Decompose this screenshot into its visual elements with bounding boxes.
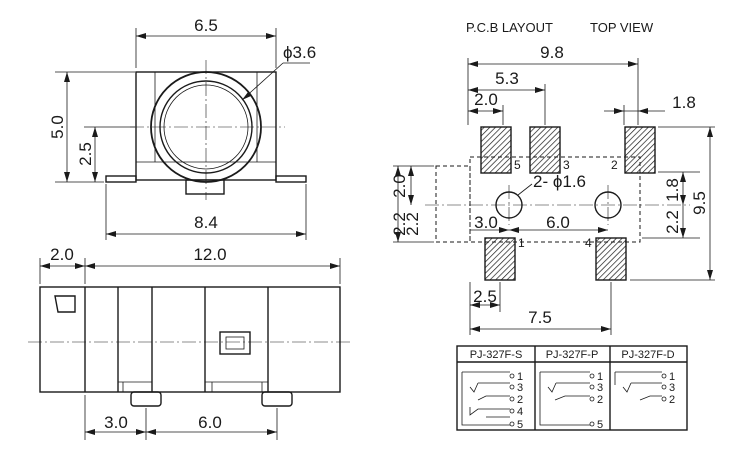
pad-label-2: 2 — [611, 158, 618, 172]
pad-label-5: 5 — [514, 158, 521, 172]
dim-right-2-2: 2.2 — [663, 210, 682, 234]
schematic-table: PJ-327F-S PJ-327F-P PJ-327F-D 1 3 2 4 5 — [456, 345, 688, 431]
pad-2 — [624, 126, 656, 174]
pad-1 — [484, 237, 516, 281]
s-pin-5: 5 — [517, 419, 523, 431]
dim-right-1-8: 1.8 — [663, 178, 682, 202]
pad-label-3: 3 — [563, 158, 570, 172]
dim-width-label: 6.5 — [194, 16, 218, 35]
table-header-s: PJ-327F-S — [470, 349, 523, 361]
table-header-p: PJ-327F-P — [546, 349, 599, 361]
top-view-title: TOP VIEW — [590, 20, 654, 35]
p-pin-2: 2 — [597, 394, 603, 406]
dim-left-2-2: 2.2 — [390, 212, 409, 236]
s-pin-1: 1 — [517, 371, 523, 383]
dim-5-3: 5.3 — [495, 69, 519, 88]
dim-7-5: 7.5 — [528, 308, 552, 327]
dim-base-label: 8.4 — [194, 213, 218, 232]
dim-total-width: 9.8 — [540, 43, 564, 62]
dim-right-9-5: 9.5 — [690, 191, 709, 215]
p-pin-5: 5 — [597, 419, 603, 431]
pad-5 — [480, 126, 512, 174]
dim-mid-label: 2.5 — [76, 142, 95, 166]
d-pin-2: 2 — [669, 394, 675, 406]
d-pin-3: 3 — [669, 382, 675, 394]
pcb-layout-title: P.C.B LAYOUT — [466, 20, 553, 35]
dim-post1-label: 3.0 — [104, 413, 128, 432]
dim-2-0: 2.0 — [474, 90, 498, 109]
pad-label-1: 1 — [518, 236, 525, 250]
pad-label-4: 4 — [585, 236, 592, 250]
schematic-s: 1 3 2 4 5 — [461, 371, 523, 431]
pad-4 — [595, 237, 627, 281]
pcb-layout: P.C.B LAYOUT TOP VIEW 9.8 5.3 2.0 1.8 — [390, 20, 715, 335]
dim-2-5: 2.5 — [473, 287, 497, 306]
s-pin-3: 3 — [517, 382, 523, 394]
front-view: 6.5 ϕ3.6 5.0 2.5 — [48, 16, 316, 240]
d-pin-1: 1 — [669, 371, 675, 383]
dim-3-0: 3.0 — [474, 213, 498, 232]
dim-height-label: 5.0 — [48, 115, 67, 139]
table-header-d: PJ-327F-D — [621, 349, 674, 361]
dim-left-2-2b: 2.2 — [403, 212, 422, 236]
dim-1-8-top: 1.8 — [672, 93, 696, 112]
p-pin-3: 3 — [597, 382, 603, 394]
dim-hole: 2- ϕ1.6 — [533, 172, 586, 191]
pad-3 — [529, 126, 561, 174]
s-pin-2: 2 — [517, 394, 523, 406]
dim-left-2-0: 2.0 — [390, 174, 409, 198]
dim-left-label: 2.0 — [50, 245, 74, 264]
dim-length-label: 12.0 — [193, 245, 226, 264]
dim-6-0: 6.0 — [546, 213, 570, 232]
side-view: 2.0 12.0 3.0 6.0 — [28, 245, 352, 440]
p-pin-1: 1 — [597, 371, 603, 383]
s-pin-4: 4 — [517, 406, 523, 418]
schematic-p: 1 3 2 5 — [539, 371, 603, 431]
dim-post2-label: 6.0 — [198, 413, 222, 432]
dim-diameter-label: ϕ3.6 — [283, 43, 316, 62]
schematic-d: 1 3 2 — [614, 371, 675, 406]
